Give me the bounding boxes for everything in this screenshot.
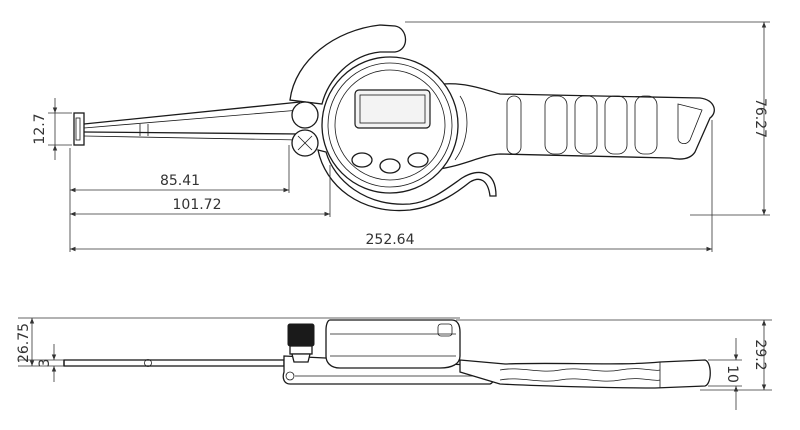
dim-jaw-to-dial: 101.72: [173, 197, 222, 213]
jaw-arms: [83, 101, 301, 141]
top-view-dimensions: 12.7 85.41 101.72 252.64 76.27: [32, 21, 770, 252]
dim-total-height: 29.2: [752, 339, 768, 370]
dial-button-left[interactable]: [351, 152, 373, 168]
dim-body-height: 26.75: [16, 323, 32, 363]
dim-jaw-height: 12.7: [32, 113, 48, 144]
dial-button-center[interactable]: [379, 158, 401, 174]
knob: [287, 323, 315, 363]
dial-body: [321, 56, 459, 194]
handle: [419, 83, 715, 171]
side-view: [63, 319, 711, 389]
screw-icon: [297, 135, 313, 151]
lower-hook: [317, 149, 497, 212]
dim-jaw-thickness: 3: [37, 359, 53, 368]
dim-jaw-to-pivot: 85.41: [160, 173, 200, 189]
jaw-bar: [63, 359, 285, 367]
dial-button-right[interactable]: [407, 152, 429, 168]
top-view: [73, 24, 715, 212]
pivot-knob-upper: [291, 101, 319, 129]
side-view-dimensions: 26.75 3 10 29.2: [16, 317, 772, 410]
dim-overall-length: 252.64: [366, 232, 415, 248]
dim-handle-thickness: 10: [724, 365, 740, 383]
measuring-jaw-tip: [73, 112, 85, 146]
handle-side: [459, 359, 711, 389]
dial-body-side: [325, 319, 461, 369]
lcd-display: [354, 89, 431, 129]
dim-overall-height: 76.27: [752, 98, 768, 138]
arc-guard: [289, 24, 407, 105]
